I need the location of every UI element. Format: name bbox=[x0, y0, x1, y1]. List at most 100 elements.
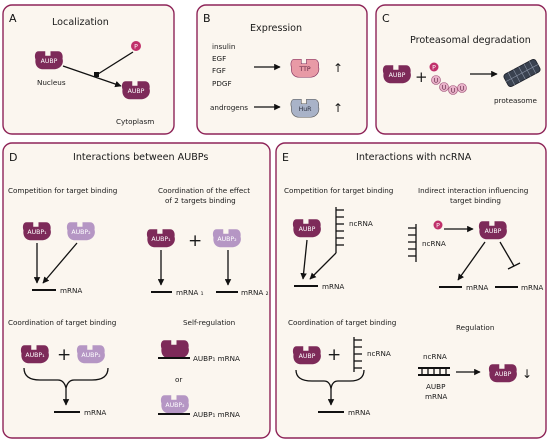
d-effect-title-1: Coordination of the effect bbox=[158, 186, 250, 195]
panel-d-title: Interactions between AUBPs bbox=[73, 152, 208, 163]
e-coord-ncrna-ticks bbox=[354, 339, 362, 369]
e-ind-phospho-label: P bbox=[436, 223, 440, 230]
e-comp-mrna-label: mRNA bbox=[322, 282, 344, 291]
panel-c-letter: C bbox=[382, 12, 390, 25]
plus-sign-c: + bbox=[415, 68, 428, 86]
panel-a-frame bbox=[2, 4, 175, 135]
e-comp-ncrna-ticks bbox=[336, 209, 344, 246]
e-reg-down-arrow: ↓ bbox=[522, 367, 532, 381]
e-indirect-title-2: target binding bbox=[450, 196, 501, 205]
d-bind-aubp2-label: AUBP₂ bbox=[81, 352, 101, 359]
d-self-or: or bbox=[175, 375, 182, 384]
e-regulation-title: Regulation bbox=[456, 323, 494, 332]
hur-label: HuR bbox=[299, 106, 313, 113]
panel-b-title: Expression bbox=[250, 23, 302, 34]
panel-c-frame bbox=[375, 4, 547, 135]
e-indirect-title-1: Indirect interaction influencing bbox=[418, 186, 528, 195]
proteasome-icon bbox=[503, 59, 541, 87]
ttp-up-arrow: ↑ bbox=[333, 61, 343, 75]
e-ind-inhibit-end bbox=[507, 262, 521, 270]
e-reg-mrna-label: mRNA bbox=[425, 392, 447, 401]
inhibition-end bbox=[94, 72, 99, 77]
ubiquitin-2-label: U bbox=[442, 85, 447, 92]
ttp-label: TTP bbox=[298, 66, 310, 73]
e-ind-phospho-icon bbox=[433, 220, 443, 230]
e-reg-aubp-label: AUBP bbox=[426, 382, 446, 391]
ubiquitin-1-label: U bbox=[434, 78, 439, 85]
ubiquitin-3-label: U bbox=[451, 88, 456, 95]
inhibition-line bbox=[97, 51, 134, 75]
d-self-aubp2-mrna: AUBP₁ mRNA bbox=[193, 410, 240, 419]
stimulus-androgens: androgens bbox=[210, 103, 248, 112]
panel-e-letter: E bbox=[282, 151, 289, 164]
phospho-label: P bbox=[134, 44, 138, 51]
phospho-c-label: P bbox=[432, 65, 436, 72]
cytoplasm-label: Cytoplasm bbox=[116, 117, 154, 126]
panel-c: C Proteasomal degradation AUBP + P U U U… bbox=[375, 4, 547, 135]
aubp-nucleus-label: AUBP bbox=[41, 58, 58, 65]
e-competition-title: Competition for target binding bbox=[284, 186, 393, 195]
stimulus-insulin: insulin bbox=[212, 42, 235, 51]
e-reg-aubp-shape-label: AUBP bbox=[495, 371, 512, 378]
d-comp-aubp2-label: AUBP₂ bbox=[71, 229, 91, 236]
e-coord-ncrna-label: ncRNA bbox=[367, 349, 391, 358]
panel-a-letter: A bbox=[9, 12, 17, 25]
e-coord-plus: + bbox=[327, 345, 341, 365]
e-ind-ncrna-label: ncRNA bbox=[422, 239, 446, 248]
hur-up-arrow: ↑ bbox=[333, 101, 343, 115]
nucleus-label: Nucleus bbox=[37, 78, 66, 87]
aubp-c-label: AUBP bbox=[389, 72, 406, 79]
e-comp-arrow2 bbox=[309, 252, 337, 280]
panel-a-title: Localization bbox=[52, 17, 109, 28]
d-eff-aubp2-label: AUBP₂ bbox=[217, 236, 237, 243]
e-comp-aubp-label: AUBP bbox=[299, 226, 316, 233]
d-self-aubp1-mrna: AUBP₁ mRNA bbox=[193, 354, 240, 363]
e-reg-pairing-ticks bbox=[421, 368, 447, 374]
ubiquitin-1-icon bbox=[431, 75, 441, 85]
stimulus-pdgf: PDGF bbox=[212, 79, 232, 88]
d-comp-arrow2 bbox=[42, 242, 78, 284]
d-competition-title: Competition for target binding bbox=[8, 186, 117, 195]
stimulus-egf: EGF bbox=[212, 54, 226, 63]
d-eff-mrna1-label: mRNA ₁ bbox=[176, 288, 204, 297]
d-eff-mrna2-label: mRNA ₂ bbox=[241, 288, 269, 297]
phospho-c-icon bbox=[429, 62, 439, 72]
d-effect-title-2: of 2 targets binding bbox=[165, 196, 236, 205]
d-bind-aubp1-label: AUBP₁ bbox=[25, 352, 45, 359]
e-coord-mrna-label: mRNA bbox=[348, 408, 370, 417]
panel-e: E Interactions with ncRNA Competition fo… bbox=[275, 142, 547, 439]
d-self-aubp2-label: AUBP₂ bbox=[165, 402, 185, 409]
e-coordination-title: Coordination of target binding bbox=[288, 318, 396, 327]
d-eff-plus: + bbox=[188, 231, 202, 251]
panel-c-title: Proteasomal degradation bbox=[410, 35, 531, 46]
aubp-cytoplasm-label: AUBP bbox=[128, 88, 145, 95]
panel-b-letter: B bbox=[203, 12, 211, 25]
e-comp-ncrna-label: ncRNA bbox=[349, 219, 373, 228]
e-reg-ncrna-label: ncRNA bbox=[423, 352, 447, 361]
panel-b-frame bbox=[196, 4, 368, 135]
e-ind-aubp-label: AUBP bbox=[485, 228, 502, 235]
ubiquitin-4-label: U bbox=[460, 86, 465, 93]
panel-d-frame bbox=[2, 142, 271, 439]
e-comp-arrow1 bbox=[300, 239, 308, 280]
d-binding-title: Coordination of target binding bbox=[8, 318, 116, 327]
proteasome-label: proteasome bbox=[494, 96, 538, 105]
ubiquitin-2-icon bbox=[439, 82, 449, 92]
d-eff-aubp1-label: AUBP₁ bbox=[151, 236, 171, 243]
d-comp-aubp1-label: AUBP₁ bbox=[27, 229, 47, 236]
e-ind-ncrna-ticks bbox=[408, 227, 416, 257]
d-selfreg-title: Self-regulation bbox=[183, 318, 235, 327]
phospho-icon bbox=[131, 41, 141, 51]
panel-a: A Localization AUBP Nucleus P AUBP Cytop… bbox=[2, 4, 175, 135]
e-ind-mrna2-label: mRNA bbox=[521, 283, 543, 292]
stimulus-fgf: FGF bbox=[212, 66, 226, 75]
d-bind-plus: + bbox=[57, 345, 71, 365]
panel-b: B Expression insulin EGF FGF PDGF TTP ↑ … bbox=[196, 4, 368, 135]
e-coord-aubp-label: AUBP bbox=[299, 353, 316, 360]
e-ind-inhibit-mrna2 bbox=[499, 241, 515, 267]
d-bind-mrna-label: mRNA bbox=[84, 408, 106, 417]
panel-e-title: Interactions with ncRNA bbox=[356, 152, 472, 163]
d-comp-mrna-label: mRNA bbox=[60, 286, 82, 295]
